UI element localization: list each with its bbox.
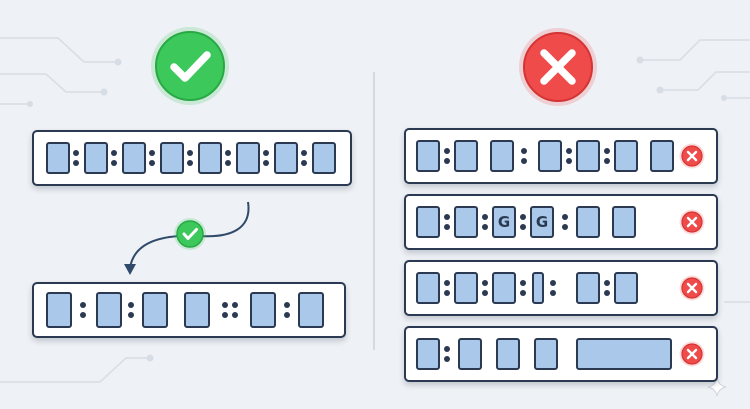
strip-cell xyxy=(458,338,482,370)
strip-cell xyxy=(454,272,478,304)
strip-cell xyxy=(416,272,440,304)
separator-dots xyxy=(604,280,610,296)
strip-cell xyxy=(614,272,638,304)
strip-cell xyxy=(46,142,70,174)
strip-cell xyxy=(184,292,210,328)
separator-dots xyxy=(482,280,488,296)
strip-cell xyxy=(96,292,122,328)
sparkle-icon xyxy=(707,377,727,397)
transform-checkmark-badge-icon xyxy=(174,218,206,250)
invalid-row-narrow-cell xyxy=(404,260,718,316)
separator-dots xyxy=(225,150,231,166)
wide-cell xyxy=(576,338,672,370)
strip-cell xyxy=(198,142,222,174)
separator-dots xyxy=(520,214,526,230)
result-strip xyxy=(32,282,346,338)
separator-dots xyxy=(301,150,307,166)
strip-cell xyxy=(612,206,636,238)
separator-dots xyxy=(444,280,450,296)
separator-dots xyxy=(566,148,572,164)
error-x-icon xyxy=(679,341,705,367)
strip-cell xyxy=(496,338,520,370)
strip-cell xyxy=(416,140,440,172)
separator-dots xyxy=(284,302,290,318)
letter-cell: G xyxy=(530,206,554,238)
strip-cell xyxy=(454,206,478,238)
invalid-x-icon xyxy=(519,28,597,106)
strip-cell xyxy=(46,292,72,328)
strip-cell xyxy=(416,338,440,370)
separator-dots xyxy=(550,280,556,296)
invalid-row-wide-cell xyxy=(404,326,718,382)
strip-cell xyxy=(160,142,184,174)
letter-cell: G xyxy=(492,206,516,238)
separator-dots xyxy=(73,150,79,166)
strip-cell xyxy=(142,292,168,328)
separator-dots xyxy=(444,148,450,164)
strip-cell xyxy=(576,206,600,238)
strip-cell xyxy=(492,272,516,304)
separator-dots xyxy=(111,150,117,166)
strip-cell xyxy=(416,206,440,238)
strip-cell xyxy=(298,292,324,328)
separator-dots xyxy=(232,302,238,318)
strip-cell xyxy=(650,140,674,172)
strip-cell xyxy=(490,140,514,172)
separator-dots xyxy=(521,148,527,164)
separator-dots xyxy=(444,214,450,230)
separator-dots xyxy=(482,214,488,230)
separator-dots xyxy=(604,148,610,164)
strip-cell xyxy=(84,142,108,174)
separator-dots xyxy=(520,280,526,296)
strip-cell xyxy=(236,142,260,174)
error-x-icon xyxy=(679,275,705,301)
valid-checkmark-icon xyxy=(151,27,229,105)
separator-dots xyxy=(149,150,155,166)
strip-cell xyxy=(274,142,298,174)
strip-cell xyxy=(250,292,276,328)
strip-cell xyxy=(534,338,558,370)
strip-cell xyxy=(576,140,600,172)
strip-cell xyxy=(122,142,146,174)
separator-dots xyxy=(444,346,450,362)
error-x-icon xyxy=(679,143,705,169)
narrow-cell xyxy=(532,272,544,304)
strip-cell xyxy=(576,272,600,304)
separator-dots xyxy=(128,302,134,318)
error-x-icon xyxy=(679,209,705,235)
strip-cell xyxy=(454,140,478,172)
separator-dots xyxy=(263,150,269,166)
invalid-row-letter-cells: G G xyxy=(404,194,718,250)
separator-dots xyxy=(80,302,86,318)
source-strip xyxy=(32,130,352,186)
strip-cell xyxy=(312,142,336,174)
separator-dots xyxy=(222,302,228,318)
separator-dots xyxy=(187,150,193,166)
separator-dots xyxy=(562,214,568,230)
strip-cell xyxy=(538,140,562,172)
invalid-row-missing-separators xyxy=(404,128,718,184)
strip-cell xyxy=(614,140,638,172)
